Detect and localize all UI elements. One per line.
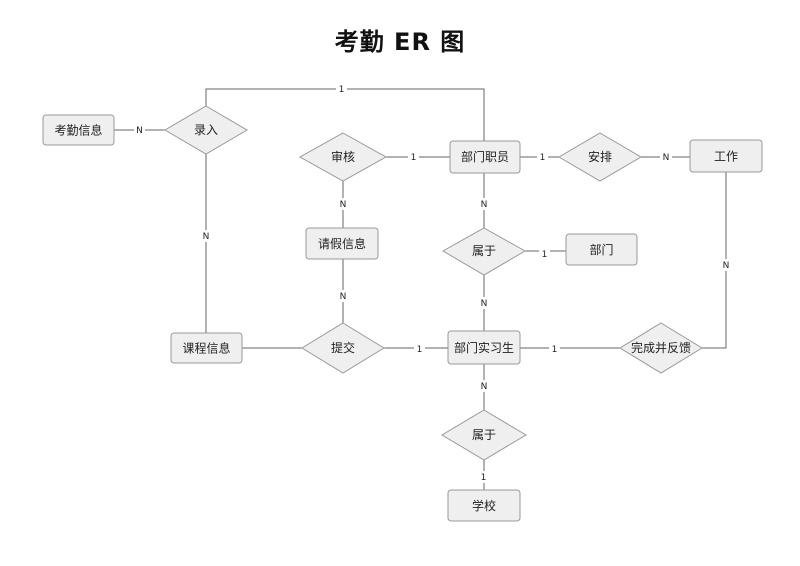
cardinality-enter-course: N	[203, 232, 210, 242]
entity-course-info[interactable]: 课程信息	[170, 332, 243, 364]
relationship-complete-feedback[interactable]: 完成并反馈	[619, 322, 703, 374]
entity-label: 部门	[589, 242, 613, 257]
entity-label: 课程信息	[182, 341, 230, 356]
entity-label: 部门职员	[461, 149, 509, 164]
relationship-label: 属于	[472, 244, 496, 258]
entity-attendance-info[interactable]: 考勤信息	[42, 114, 115, 146]
relationship-review[interactable]: 审核	[298, 132, 388, 182]
entity-dept-staff[interactable]: 部门职员	[449, 140, 521, 174]
relationship-label: 完成并反馈	[631, 340, 691, 355]
cardinality-feedback-work: N	[723, 261, 730, 271]
cardinality-enter-staff: 1	[339, 85, 345, 95]
cardinality-school-belongs: 1	[481, 473, 487, 483]
line-enter-staff	[205, 88, 485, 141]
entity-label: 请假信息	[318, 236, 366, 251]
cardinality-intern-feedback: 1	[552, 345, 558, 355]
entity-leave-info[interactable]: 请假信息	[305, 227, 379, 260]
entity-label: 学校	[472, 498, 496, 513]
cardinality-review-leave: N	[340, 200, 347, 210]
relationship-submit[interactable]: 提交	[301, 322, 385, 374]
cardinality-review-staff: 1	[411, 153, 417, 163]
entity-label: 考勤信息	[54, 123, 102, 138]
entity-label: 部门实习生	[454, 340, 514, 355]
relationship-label: 属于	[472, 428, 496, 442]
relationship-belongs-dept[interactable]: 属于	[441, 227, 527, 276]
diagram-title: 考勤 ER 图	[334, 28, 466, 56]
entity-dept-intern[interactable]: 部门实习生	[447, 330, 521, 365]
cardinality-labels: N 1 N 1 N 1 N N 1 N N 1 1 N N 1	[134, 83, 732, 483]
relationship-label: 安排	[588, 149, 612, 164]
relationship-belongs-school[interactable]: 属于	[441, 409, 527, 461]
cardinality-belongs-intern: N	[481, 299, 488, 309]
cardinality-enter-info: N	[136, 126, 143, 136]
entity-department[interactable]: 部门	[565, 233, 638, 266]
cardinality-arrange-staff: 1	[540, 153, 546, 163]
cardinality-submit-intern: 1	[417, 345, 423, 355]
entity-work[interactable]: 工作	[689, 139, 763, 173]
relationship-label: 提交	[331, 340, 355, 355]
relationship-label: 录入	[194, 123, 218, 137]
cardinality-leave-submit: N	[340, 292, 347, 302]
cardinality-arrange-work: N	[663, 153, 670, 163]
cardinality-staff-belongs: N	[481, 200, 488, 210]
entity-school[interactable]: 学校	[447, 489, 521, 522]
line-feedback-work	[702, 172, 727, 349]
relationship-enter[interactable]: 录入	[164, 105, 248, 155]
relationship-label: 审核	[331, 149, 355, 164]
cardinality-belongs-dept: 1	[542, 250, 548, 260]
cardinality-intern-school: N	[481, 382, 488, 392]
entity-label: 工作	[714, 150, 738, 164]
relationship-arrange[interactable]: 安排	[558, 132, 642, 182]
